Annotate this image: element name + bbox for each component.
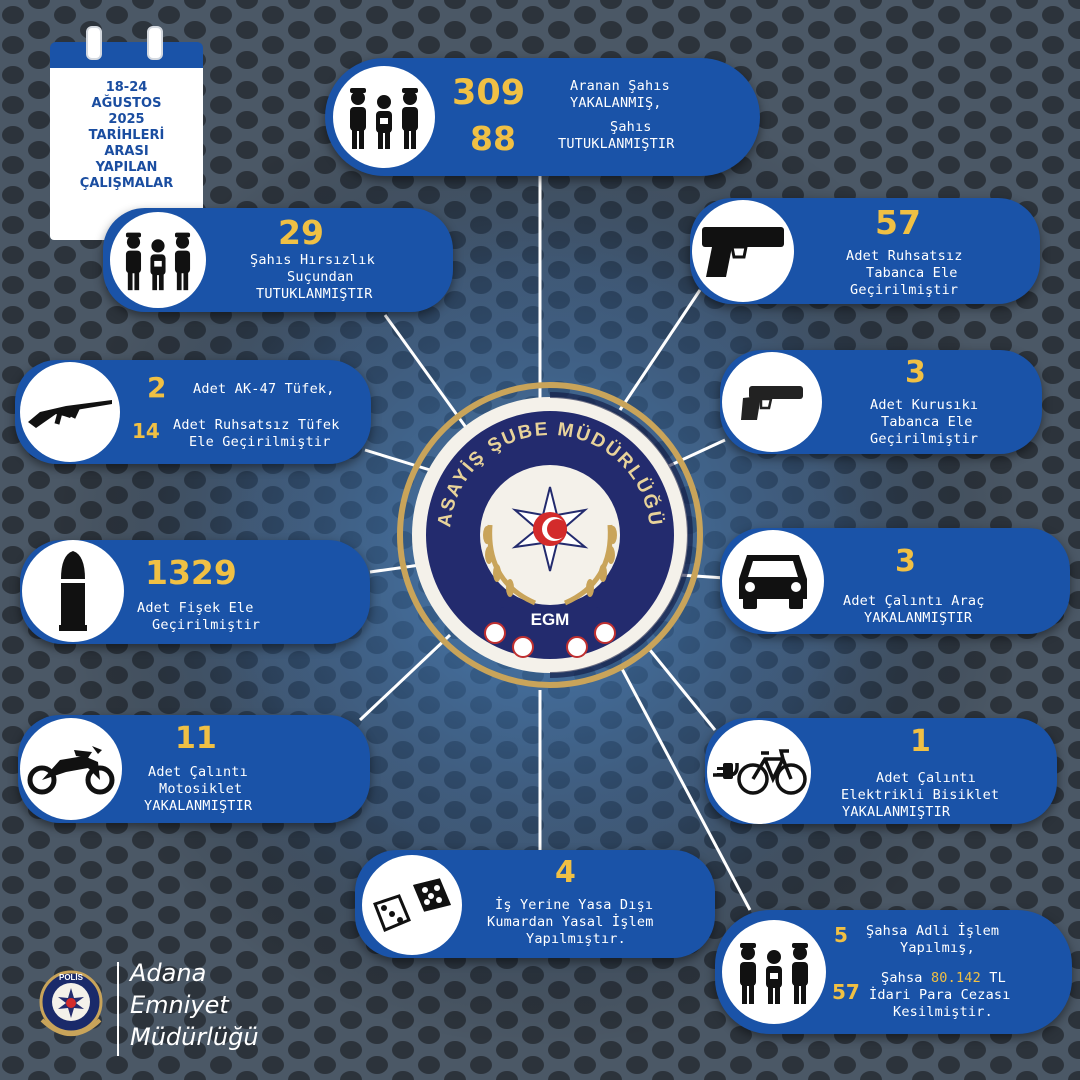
gambling-label-1: İş Yerine Yasa Dışı [495, 897, 654, 913]
blank-gun-count: 3 [905, 355, 926, 390]
wanted-circle [333, 66, 435, 168]
ammo-label-2: Geçirilmiştir [152, 617, 261, 633]
calendar-ring [147, 26, 163, 60]
pistol-label-3: Geçirilmiştir [850, 282, 959, 298]
judicial-label-b: Yapılmış, [900, 940, 975, 956]
calendar-text: 18-24 AĞUSTOS 2025 TARİHLERİ ARASI YAPIL… [79, 80, 174, 191]
pistol-label-1: Adet Ruhsatsız [846, 248, 963, 264]
unlicensed-rifle-count: 14 [132, 419, 160, 443]
wanted-count: 309 [452, 73, 526, 113]
motorcycle-label-2: Motosiklet [159, 781, 243, 797]
fine-label-b: İdari Para Cezası [869, 987, 1011, 1003]
blank-gun-label-2: Tabanca Ele [881, 414, 973, 430]
calendar-header [50, 42, 203, 68]
ammo-count: 1329 [145, 553, 237, 592]
arrested-person-icon [125, 232, 191, 291]
rifles-circle [20, 362, 120, 462]
fine-label-a: Şahsa 80.142 TL [881, 970, 1006, 987]
fine-label-c: Kesilmiştir. [893, 1004, 993, 1020]
theft-label-3: TUTUKLANMIŞTIR [256, 286, 373, 302]
date-calendar: 18-24 AĞUSTOS 2025 TARİHLERİ ARASI YAPIL… [50, 26, 203, 240]
fine-count: 57 [832, 980, 860, 1004]
logo-line-3: Müdürlüğü [130, 1023, 259, 1051]
ebike-label-2: Elektrikli Bisiklet [841, 787, 1000, 803]
theft-label-1: Şahıs Hırsızlık [250, 252, 375, 268]
theft-count: 29 [278, 213, 324, 252]
motorcycle-label-1: Adet Çalıntı [148, 764, 248, 780]
dice-icon [373, 878, 452, 932]
pistol-label-2: Tabanca Ele [866, 265, 958, 281]
blank-gun-label-1: Adet Kurusıkı [870, 397, 979, 413]
calendar-ring [86, 26, 102, 60]
logo-line-1: Adana [130, 959, 207, 987]
pistols-circle [692, 200, 794, 302]
motorcycle-label-3: YAKALANMIŞTIR [144, 798, 253, 814]
theft-circle [110, 212, 206, 308]
pistol-count: 57 [875, 203, 921, 242]
fine-label-pre: Şahsa [881, 970, 931, 986]
bullet-icon [59, 551, 87, 631]
car-icon [739, 555, 807, 609]
car-count: 3 [895, 544, 916, 579]
logo-divider [117, 962, 119, 1056]
judicial-count: 5 [834, 923, 848, 947]
cars-circle [722, 530, 824, 632]
police-badge-logo: POLİS [39, 970, 103, 1036]
center-emblem: EGM ASAYİŞ ŞUBE MÜDÜRLÜĞÜ [397, 382, 703, 688]
arrested-label-a: Şahıs [610, 119, 652, 135]
blank-guns-circle [722, 352, 822, 452]
wanted-label-a: Aranan Şahıs [570, 78, 670, 94]
unlicensed-rifle-label: Adet Ruhsatsız Tüfek [173, 417, 340, 433]
ak47-count: 2 [147, 371, 167, 404]
gambling-count: 4 [555, 855, 576, 890]
ak47-label: Adet AK-47 Tüfek, [193, 381, 335, 397]
motorcycle-circle [20, 718, 122, 820]
arrested-person-icon [740, 943, 808, 1004]
emblem-badge: EGM [531, 610, 570, 629]
rifles-seized-label: Ele Geçirilmiştir [189, 434, 331, 450]
car-label-1: Adet Çalıntı Araç [843, 593, 985, 609]
ebike-label-3: YAKALANMIŞTIR [842, 804, 951, 820]
car-label-2: YAKALANMIŞTIR [864, 610, 973, 626]
fine-amount: 80.142 [930, 970, 981, 986]
gambling-label-2: Kumardan Yasal İşlem [487, 914, 654, 930]
arrested-label-b: TUTUKLANMIŞTIR [558, 136, 675, 152]
theft-label-2: Suçundan [287, 269, 354, 285]
fine-currency: TL [980, 970, 1006, 986]
blank-gun-icon [741, 386, 803, 420]
wanted-label-b: YAKALANMIŞ, [570, 95, 662, 111]
gambling-label-3: Yapılmıştır. [526, 931, 626, 947]
ammo-label-1: Adet Fişek Ele [137, 600, 254, 616]
arrested-count: 88 [470, 119, 516, 158]
rifle-icon [28, 400, 112, 428]
electric-bike-icon [713, 749, 807, 795]
ebike-label-1: Adet Çalıntı [876, 770, 976, 786]
ebike-circle [707, 720, 811, 824]
ebike-count: 1 [910, 724, 931, 759]
arrested-person-icon [350, 88, 418, 149]
motorcycle-icon [27, 746, 115, 795]
fines-circle [722, 920, 826, 1024]
badge-text: POLİS [59, 973, 84, 982]
blank-gun-label-3: Geçirilmiştir [870, 431, 979, 447]
gambling-circle [362, 855, 462, 955]
ammo-circle [22, 540, 124, 642]
motorcycle-count: 11 [175, 721, 217, 756]
pistol-icon [702, 227, 784, 277]
judicial-label-a: Şahsa Adli İşlem [866, 923, 1000, 939]
logo-line-2: Emniyet [130, 991, 229, 1019]
